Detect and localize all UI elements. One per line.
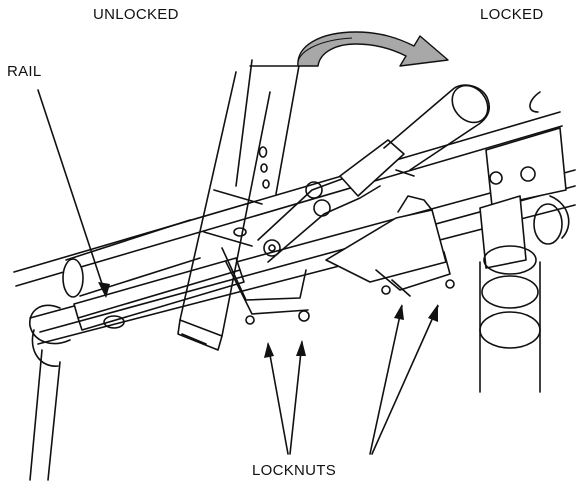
leader-lines [37,89,439,455]
rear-tube [62,219,201,298]
clamp-handle [339,84,491,197]
rail-bar [29,257,245,481]
leader-arrowheads [98,282,438,358]
clamp-linkage [221,167,381,325]
locknuts-label: LOCKNUTS [252,462,337,479]
locked-label: LOCKED [480,6,544,23]
unlocked-label: UNLOCKED [93,6,179,23]
right-assembly [479,91,570,393]
clamp-base-bracket [325,195,455,297]
rail-label: RAIL [7,63,42,80]
lock-direction-arrow [249,31,449,67]
vertical-lever-tube [177,59,301,351]
